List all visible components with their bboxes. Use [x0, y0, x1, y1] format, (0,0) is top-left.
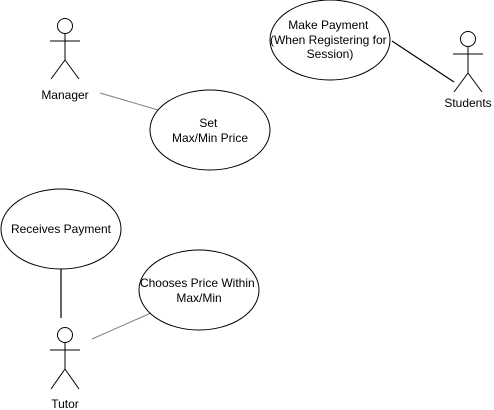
students-right-leg: [467, 72, 483, 93]
receives-payment-use-case: Receives Payment: [0, 188, 122, 270]
manager-set-price-association: [99, 92, 159, 111]
set-price-label: Set Max/Min Price: [172, 116, 248, 145]
receives-payment-label: Receives Payment: [11, 222, 112, 236]
choose-price-ellipse: [138, 249, 260, 331]
make-payment-ellipse: [269, 0, 391, 81]
choose-price-use-case: Chooses Price Within Max/Min: [138, 249, 260, 331]
receives-payment-ellipse: [0, 188, 122, 270]
set-price-use-case: Set Max/Min Price: [149, 89, 271, 171]
make-payment-label: Make Payment (When Registering for Sessi…: [270, 18, 390, 61]
students-label: Students: [444, 96, 491, 110]
choose-price-label: Chooses Price Within Max/Min: [140, 276, 258, 305]
set-price-ellipse: [149, 89, 271, 171]
set-price-label-line-1: Set: [199, 116, 218, 130]
make-payment-label-line-3: Session): [307, 47, 354, 61]
tutor-left-leg: [50, 368, 66, 390]
tutor-right-leg: [64, 368, 80, 390]
choose-price-label-line-1: Chooses Price Within: [140, 276, 255, 290]
manager-right-leg: [64, 59, 80, 80]
students-actor: Students: [444, 31, 492, 110]
students-left-leg: [453, 72, 469, 93]
set-price-label-line-2: Max/Min Price: [172, 131, 248, 145]
students-make-payment-association: [391, 40, 455, 83]
manager-actor: Manager: [41, 18, 89, 102]
tutor-head: [57, 327, 73, 343]
make-payment-use-case: Make Payment (When Registering for Sessi…: [269, 0, 391, 81]
students-head: [460, 31, 476, 47]
manager-head: [57, 18, 73, 34]
tutor-actor: Tutor: [50, 327, 80, 410]
manager-left-leg: [50, 59, 66, 80]
make-payment-label-line-1: Make Payment: [288, 18, 369, 32]
tutor-label: Tutor: [51, 397, 79, 410]
make-payment-label-line-2: (When Registering for: [270, 33, 387, 47]
receives-payment-label-line-1: Receives Payment: [11, 222, 112, 236]
choose-price-label-line-2: Max/Min: [176, 291, 221, 305]
manager-label: Manager: [41, 88, 88, 102]
tutor-choose-price-association: [91, 312, 152, 340]
